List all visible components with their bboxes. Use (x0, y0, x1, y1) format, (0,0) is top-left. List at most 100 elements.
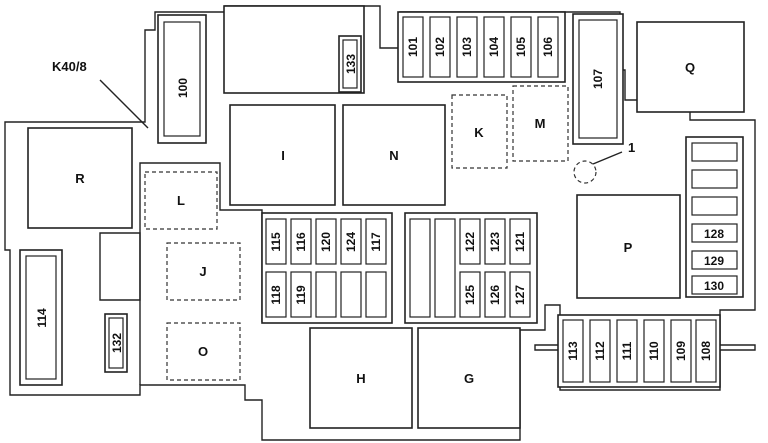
fuse-112 (589, 319, 611, 383)
fuse-128-label: 128 (704, 227, 724, 241)
fuse-slot-empty-2 (340, 271, 362, 318)
callout-1-label: 1 (628, 140, 635, 155)
fuse-120-label: 120 (319, 232, 333, 252)
fuse-129 (691, 250, 738, 270)
relay-M (512, 85, 569, 162)
fuse-slot-empty-5 (691, 169, 738, 189)
fuse-column-slots (691, 142, 738, 295)
fuse-123-label: 123 (488, 232, 502, 252)
fuse-130-label: 130 (704, 279, 724, 293)
fuse-125-label: 125 (463, 285, 477, 305)
relay-O (166, 322, 241, 381)
fuse-126-label: 126 (488, 285, 502, 305)
fuse-slot-tall-2 (434, 218, 456, 318)
fuse-strip-101-106 (402, 16, 559, 78)
relay-Q (636, 21, 745, 113)
fuse-114-label: 114 (35, 308, 49, 328)
relay-L (144, 171, 218, 230)
fuse-103-label: 103 (460, 37, 474, 57)
relay-I-label: I (281, 148, 285, 163)
fuse-129-label: 129 (704, 254, 724, 268)
fuse-113 (562, 319, 584, 383)
fuse-107-inner (578, 19, 618, 139)
fuse-strip-108-113 (562, 319, 717, 383)
fuse-130 (691, 275, 738, 295)
fuse-133-inner (342, 39, 358, 89)
fuse-114-inner (25, 255, 57, 380)
fuse-109 (670, 319, 692, 383)
fuse-119 (290, 271, 312, 318)
relay-R-label: R (75, 171, 85, 186)
fuse-105-label: 105 (514, 37, 528, 57)
fuse-127-label: 127 (513, 285, 527, 305)
fuse-107-label: 107 (591, 69, 605, 89)
fuse-column-128-130 (685, 136, 744, 298)
relay-K (451, 94, 508, 169)
relay-J-label: J (199, 264, 206, 279)
fuse-100-inner (163, 21, 201, 137)
fuse-106-label: 106 (541, 37, 555, 57)
fuse-132-inner (108, 317, 124, 369)
fuse-116 (290, 218, 312, 265)
fuse-126 (484, 271, 506, 318)
fuse-110 (643, 319, 665, 383)
relay-P (576, 194, 681, 299)
relay-I (229, 104, 336, 206)
fuse-119-label: 119 (294, 285, 308, 305)
fuse-128 (691, 223, 738, 243)
relay-R (27, 127, 133, 229)
fuse-124 (340, 218, 362, 265)
fuse-102 (429, 16, 451, 78)
fuse-132-label: 132 (110, 333, 124, 353)
relay-J (166, 242, 241, 301)
fuse-106 (537, 16, 559, 78)
relay-L-label: L (177, 193, 185, 208)
relay-Q-label: Q (685, 60, 695, 75)
fuse-112-label: 112 (593, 341, 607, 361)
fuse-133-label: 133 (344, 54, 358, 74)
relay-O-label: O (198, 344, 208, 359)
relay-N (342, 104, 446, 206)
k40-8-label: K40/8 (52, 59, 87, 74)
relay-P-label: P (624, 240, 633, 255)
fuse-124-label: 124 (344, 232, 358, 252)
fuse-101-label: 101 (406, 37, 420, 57)
fuse-122-label: 122 (463, 232, 477, 252)
fuse-108-label: 108 (699, 341, 713, 361)
fuse-117-label: 117 (369, 232, 383, 252)
fuse-101 (402, 16, 424, 78)
inner-left-rect (99, 232, 141, 301)
fuse-slot-empty-3 (365, 271, 387, 318)
fuse-115-label: 115 (269, 232, 283, 252)
relay-G (417, 327, 521, 429)
relay-H (309, 327, 413, 429)
callout-1-leader (592, 151, 623, 165)
fuse-111 (616, 319, 638, 383)
fuse-grid-115-119 (265, 218, 387, 318)
fuse-slot-tall-1 (409, 218, 431, 318)
callout-1-circle (573, 160, 597, 184)
k40-8-leader-line (99, 79, 149, 129)
fuse-102-label: 102 (433, 37, 447, 57)
relay-H-label: H (356, 371, 365, 386)
fuse-108 (695, 319, 717, 383)
relay-K-label: K (474, 125, 484, 140)
fuse-121-label: 121 (513, 232, 527, 252)
fuse-slot-empty-4 (691, 142, 738, 162)
fuse-103 (456, 16, 478, 78)
fuse-122 (459, 218, 481, 265)
relay-G-label: G (464, 371, 474, 386)
fuse-120 (315, 218, 337, 265)
fuse-row-108-113 (557, 314, 721, 388)
fuse-127 (509, 271, 531, 318)
fuse-111-label: 111 (620, 341, 634, 360)
fuse-116-label: 116 (294, 232, 308, 252)
fuse-105 (510, 16, 532, 78)
relay-N-label: N (389, 148, 398, 163)
fuse-slot-empty-6 (691, 196, 738, 216)
fuse-115 (265, 218, 287, 265)
fuse-121 (509, 218, 531, 265)
fuse-104-label: 104 (487, 37, 501, 57)
fuse-109-label: 109 (674, 341, 688, 361)
